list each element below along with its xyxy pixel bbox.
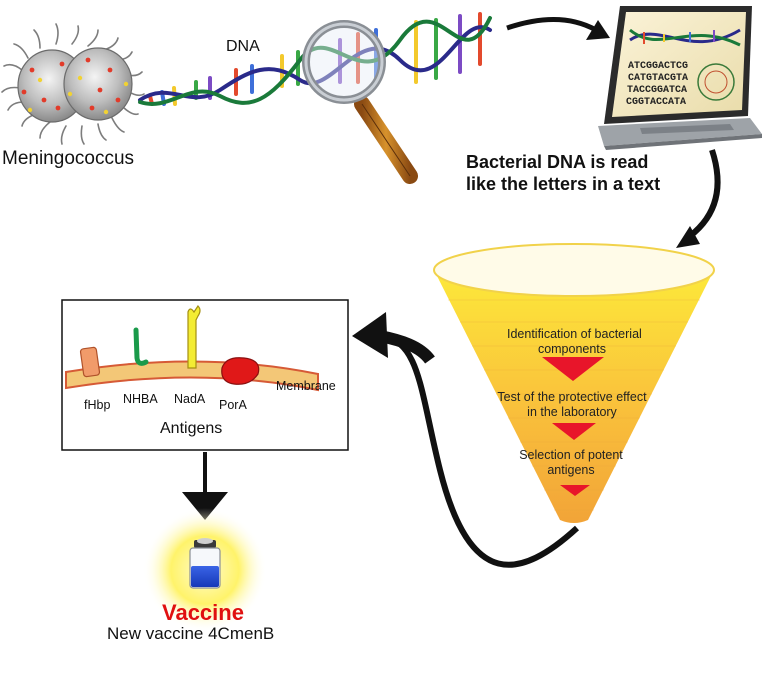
arrow-funnel-to-antigens [352, 312, 580, 568]
sequence-row: CATGTACGTA [628, 73, 688, 84]
vaccine-title: Vaccine [162, 600, 244, 625]
laptop-caption: Bacterial DNA is read like the letters i… [466, 151, 726, 195]
arrow-antigens-to-vaccine [182, 452, 228, 520]
nada-protein [187, 305, 201, 369]
funnel [433, 243, 715, 523]
dna-label: DNA [226, 38, 260, 55]
dna-helix [138, 12, 492, 106]
antigens-panel [61, 299, 349, 451]
nhba-protein [133, 327, 149, 366]
meningococcus-illustration [1, 23, 145, 145]
step-line: components [537, 342, 607, 356]
funnel-step-identification: Identification of bacterial components [507, 327, 642, 357]
step-line: Test of the protective effect [497, 390, 647, 404]
step-line: antigens [547, 463, 595, 477]
fhbp-protein [79, 346, 101, 378]
meningococcus-label: Meningococcus [2, 148, 135, 169]
sequence-row: TACCGGATCA [627, 85, 687, 96]
step-line: in the laboratory [527, 405, 617, 419]
vaccine-subtitle: New vaccine 4CmenB [107, 624, 275, 643]
funnel-step-selection: Selection of potent antigens [506, 448, 636, 478]
arrow-dna-to-laptop [506, 17, 610, 40]
antigens-title: Antigens [160, 420, 223, 437]
sequence-row: CGGTACCATA [626, 97, 686, 108]
antigen-label-pora: PorA [219, 398, 247, 412]
magnifying-glass-icon [302, 20, 418, 184]
sequence-row: ATCGGACTCG [628, 61, 688, 72]
laptop-caption-line: like the letters in a text [466, 174, 661, 194]
step-arrow-3 [560, 485, 590, 496]
pora-protein [221, 357, 260, 385]
sequence-rows: ATCGGACTCG CATGTACGTA TACCGGATCA CGGTACC… [626, 61, 688, 108]
step-line: Selection of potent [519, 448, 623, 462]
funnel-step-testing: Test of the protective effect in the lab… [497, 390, 647, 420]
membrane-label: Membrane [276, 379, 336, 393]
laptop-illustration [598, 6, 762, 150]
antigen-label-nada: NadA [174, 392, 206, 406]
step-arrow-2 [552, 423, 596, 440]
step-line: Identification of bacterial [507, 327, 642, 341]
vaccine-vial [143, 508, 267, 632]
laptop-caption-line: Bacterial DNA is read [466, 152, 649, 172]
antigen-label-fhbp: fHbp [84, 398, 111, 412]
arrow-laptop-to-funnel [676, 149, 721, 248]
antigen-label-nhba: NHBA [123, 392, 158, 406]
step-arrow-1 [542, 357, 604, 381]
